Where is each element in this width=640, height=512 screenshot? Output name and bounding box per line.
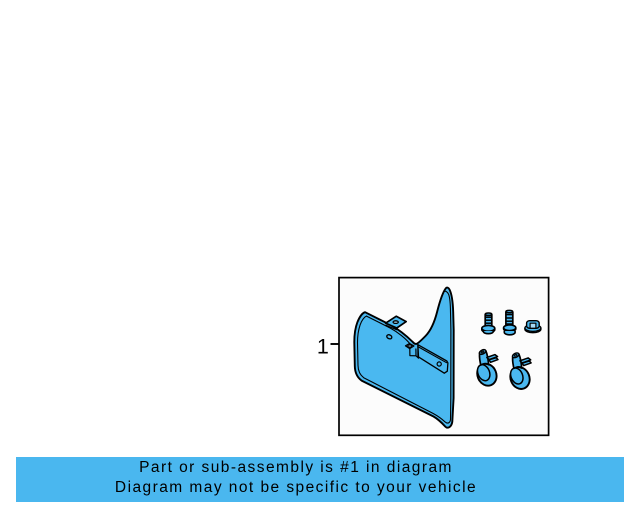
svg-text:1: 1 bbox=[317, 334, 329, 358]
